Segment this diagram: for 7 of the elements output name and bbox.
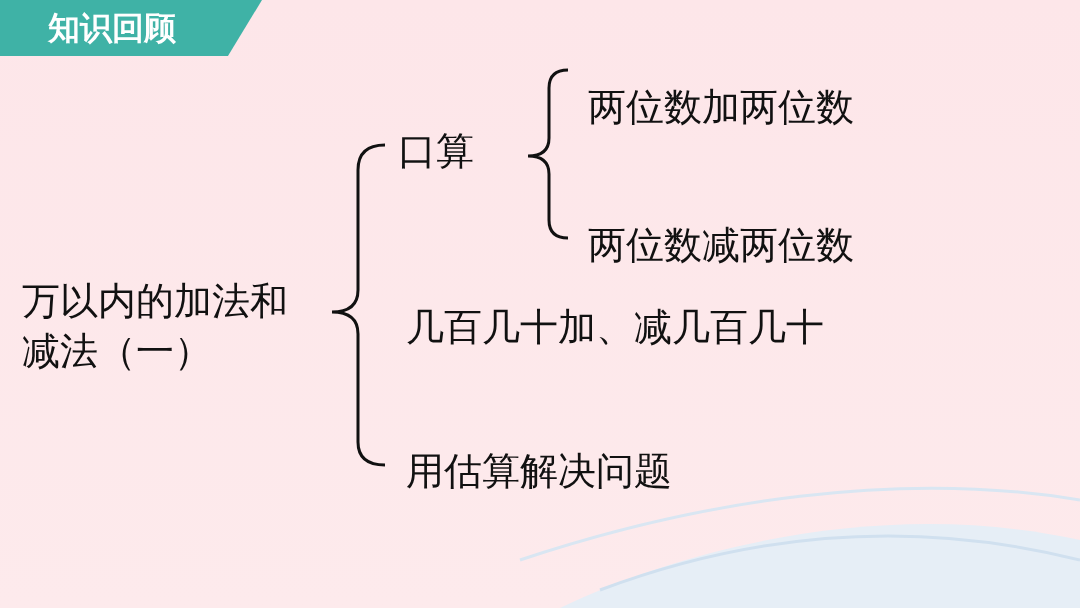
title-banner: 知识回顾 <box>0 0 262 56</box>
topic-text: 万以内的加法和减法（一） <box>22 276 322 376</box>
topic-text: 用估算解决问题 <box>406 446 672 496</box>
topic-text: 两位数加两位数 <box>588 82 854 132</box>
topic-text: 两位数减两位数 <box>588 220 854 270</box>
topic-text: 口算 <box>398 126 474 176</box>
topic-text: 几百几十加、减几百几十 <box>406 302 824 352</box>
